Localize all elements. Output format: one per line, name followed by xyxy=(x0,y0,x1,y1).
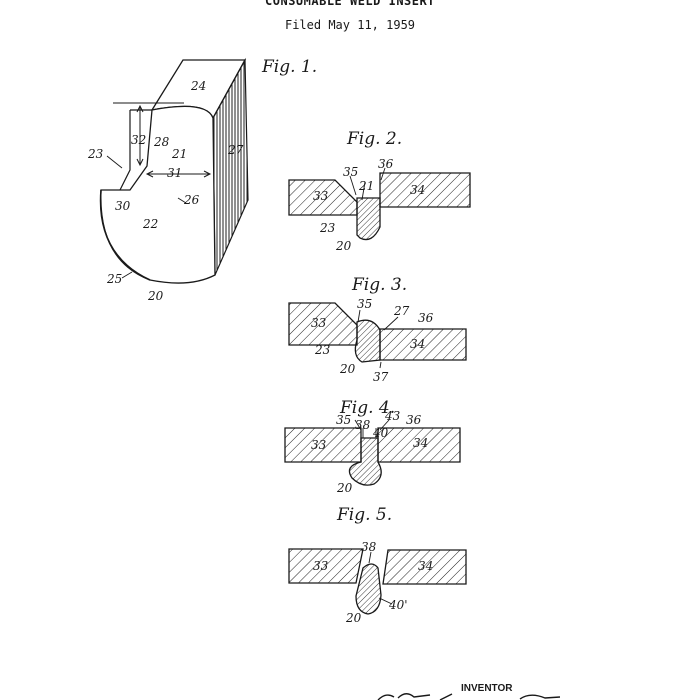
fig5-label: Fig. 5. xyxy=(336,505,392,525)
figure-3 xyxy=(288,302,467,369)
figure-1 xyxy=(99,57,249,284)
fig1-ref-32: 32 xyxy=(131,133,146,147)
fig4-ref-33: 33 xyxy=(311,438,327,452)
fig4-label: Fig. 4. xyxy=(339,398,395,418)
fig2-ref-23: 23 xyxy=(319,221,336,235)
fig2-ref-21: 21 xyxy=(358,179,374,193)
fig3-ref-36: 36 xyxy=(418,311,434,325)
fig2-ref-33: 33 xyxy=(313,189,329,203)
fig1-ref-24: 24 xyxy=(190,79,206,93)
fig2-ref-34: 34 xyxy=(410,183,425,197)
fig1-ref-31: 31 xyxy=(167,166,182,180)
fig5-ref-33: 33 xyxy=(313,559,329,573)
fig4-ref-35: 35 xyxy=(336,413,351,427)
inventor-signature xyxy=(377,693,561,700)
fig4-ref-38: 38 xyxy=(355,418,371,432)
filing-date: Filed May 11, 1959 xyxy=(284,18,416,32)
fig4-ref-36: 36 xyxy=(406,413,422,427)
fig3-ref-27: 27 xyxy=(393,304,410,318)
fig3-ref-35: 35 xyxy=(357,297,372,311)
fig1-ref-30: 30 xyxy=(115,199,131,213)
fig5-ref-20: 20 xyxy=(345,611,362,625)
fig1-ref-27: 27 xyxy=(227,143,244,157)
fig4-ref-40: 40 xyxy=(372,426,389,440)
fig5-ref-38: 38 xyxy=(361,540,377,554)
patent-title: CONSUMABLE WELD INSERT xyxy=(265,0,435,8)
fig1-ref-22: 22 xyxy=(142,217,158,231)
figure-4 xyxy=(284,419,461,486)
fig4-ref-34: 34 xyxy=(413,436,428,450)
fig5-ref-40-prime: 40' xyxy=(388,598,408,612)
fig3-label: Fig. 3. xyxy=(351,275,407,295)
fig1-ref-26: 26 xyxy=(183,193,200,207)
fig5-ref-34: 34 xyxy=(418,559,433,573)
fig2-ref-35: 35 xyxy=(343,165,358,179)
fig2-ref-36: 36 xyxy=(378,157,394,171)
fig4-ref-20: 20 xyxy=(336,481,353,495)
figure-5 xyxy=(288,548,467,615)
figure-2 xyxy=(288,167,471,241)
fig1-ref-20: 20 xyxy=(147,289,164,303)
fig1-ref-25: 25 xyxy=(106,272,122,286)
fig3-ref-34: 34 xyxy=(410,337,425,351)
fig3-ref-33: 33 xyxy=(311,316,327,330)
fig2-label: Fig. 2. xyxy=(346,129,402,149)
fig1-ref-21: 21 xyxy=(171,147,187,161)
fig1-label: Fig. 1. xyxy=(261,57,317,77)
inventor-label: INVENTOR xyxy=(461,683,513,694)
fig3-ref-23: 23 xyxy=(314,343,331,357)
fig1-ref-23: 23 xyxy=(87,147,104,161)
fig1-ref-28: 28 xyxy=(153,135,170,149)
fig3-ref-37: 37 xyxy=(373,370,389,384)
fig4-ref-43: 43 xyxy=(384,409,401,423)
fig3-ref-20: 20 xyxy=(339,362,356,376)
fig2-ref-20: 20 xyxy=(335,239,352,253)
